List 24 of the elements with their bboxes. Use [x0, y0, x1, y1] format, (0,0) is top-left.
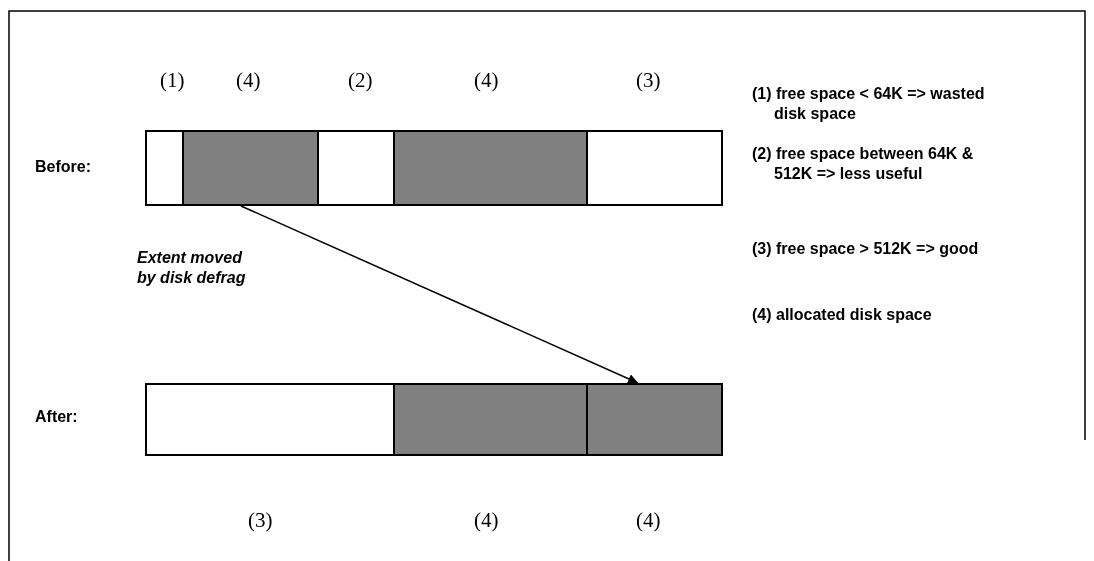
callout-number: (4)	[636, 508, 661, 533]
row-label: Before:	[35, 158, 91, 176]
disk-segment	[586, 383, 723, 456]
legend-note: (1) free space < 64K => wasted disk space	[752, 84, 986, 124]
edge-label: Extent moved by disk defrag	[137, 248, 247, 288]
disk-segment	[145, 383, 395, 456]
disk-segment	[586, 130, 723, 206]
disk-segment	[145, 130, 184, 206]
legend-note: (3) free space > 512K => good	[752, 239, 980, 259]
legend-note: (4) allocated disk space	[752, 305, 933, 325]
callout-number: (3)	[636, 68, 661, 93]
callout-number: (4)	[474, 508, 499, 533]
callout-number: (1)	[160, 68, 185, 93]
disk-segment	[317, 130, 395, 206]
legend-note: (2) free space between 64K & 512K => less useful	[752, 144, 974, 184]
callout-number: (2)	[348, 68, 373, 93]
disk-segment	[182, 130, 319, 206]
row-label: After:	[35, 408, 78, 426]
callout-number: (4)	[474, 68, 499, 93]
callout-number: (4)	[236, 68, 261, 93]
disk-segment	[393, 130, 588, 206]
callout-number: (3)	[248, 508, 273, 533]
arrow	[240, 205, 639, 384]
disk-segment	[393, 383, 588, 456]
